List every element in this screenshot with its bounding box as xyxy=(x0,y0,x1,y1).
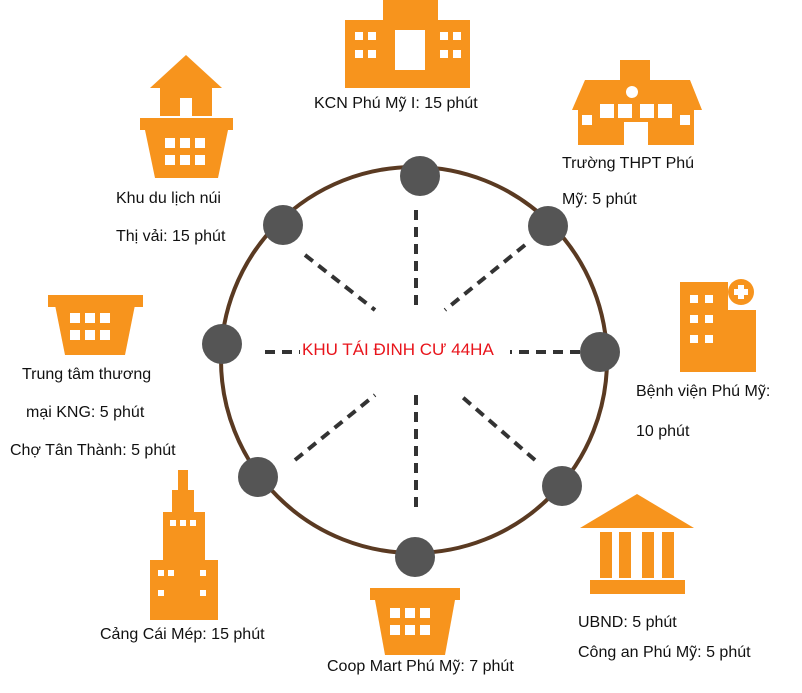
node-right xyxy=(580,332,620,372)
connector-lines xyxy=(265,210,580,510)
node-top xyxy=(400,156,440,196)
node-top-right xyxy=(528,206,568,246)
government-building-icon xyxy=(580,494,694,594)
node-bottom-right xyxy=(542,466,582,506)
node-bottom-left xyxy=(238,457,278,497)
factory-icon xyxy=(345,0,470,88)
center-label: KHU TÁI ĐINH CƯ 44HA xyxy=(302,340,494,359)
node-bottom xyxy=(395,537,435,577)
destination-label: Bệnh viện Phú Mỹ:10 phút xyxy=(636,383,771,440)
tower-icon xyxy=(150,470,218,620)
hospital-icon xyxy=(680,279,756,372)
node-top-left xyxy=(263,205,303,245)
node-left xyxy=(202,324,242,364)
shopping-basket-icon xyxy=(48,295,143,355)
school-icon xyxy=(572,60,702,145)
house-basket-icon xyxy=(140,55,233,178)
shopping-basket-icon xyxy=(370,588,460,655)
destination-label: Cảng Cái Mép: 15 phút xyxy=(100,626,265,643)
destination-label: Coop Mart Phú Mỹ: 7 phút xyxy=(327,658,514,675)
destination-label: KCN Phú Mỹ I: 15 phút xyxy=(314,95,478,112)
ring-nodes xyxy=(202,156,620,577)
